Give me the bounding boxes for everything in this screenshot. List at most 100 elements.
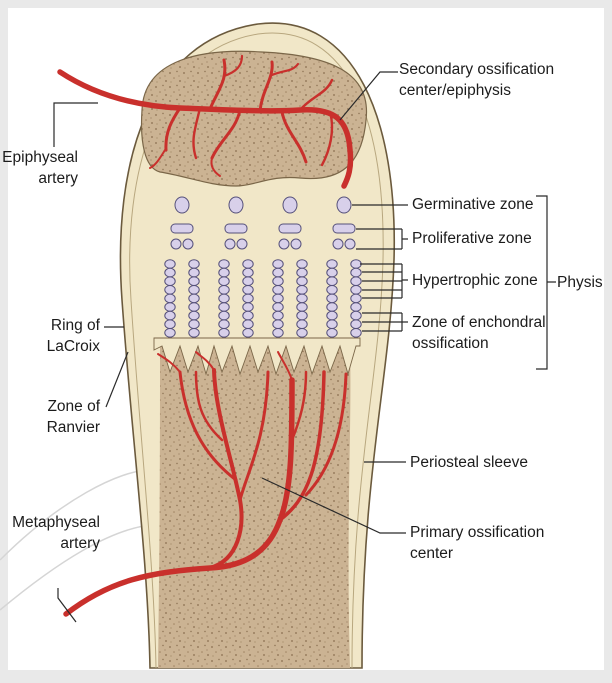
label-line: center/epiphysis (399, 82, 512, 99)
proliferative-cell (170, 238, 182, 250)
proliferative-cell (344, 238, 356, 250)
label-line: Metaphyseal (12, 514, 100, 531)
leader-proliferative (356, 228, 408, 250)
hypertrophic-cell (296, 310, 308, 321)
hypertrophic-cell (350, 259, 362, 269)
label-line: Primary ossification (410, 524, 545, 541)
epiphyseal-branch (164, 106, 182, 152)
label-secondary-ossification-center: Secondary ossification center/epiphysis (399, 59, 554, 101)
leader-hypertrophic (360, 263, 408, 299)
epiphyseal-branch (298, 78, 334, 112)
label-periosteal-sleeve: Periosteal sleeve (410, 454, 529, 471)
chondrocyte-columns (164, 196, 362, 338)
label-line: Zone of enchondral (412, 314, 546, 331)
hypertrophic-cell (218, 293, 230, 304)
metaphyseal-artery-vessels (63, 351, 348, 617)
label-germinative-zone: Germinative zone (412, 196, 534, 213)
proliferative-cell (332, 238, 344, 250)
hypertrophic-cell (350, 267, 362, 278)
epiphyseal-branch (280, 110, 308, 164)
epiphyseal-branch (149, 149, 166, 169)
hypertrophic-cell (218, 276, 230, 287)
hypertrophic-cell (350, 302, 362, 312)
hypertrophic-cell (242, 267, 254, 278)
metaphyseal-branch (195, 351, 215, 371)
hypertrophic-cell (296, 302, 308, 312)
hypertrophic-cell (218, 302, 230, 312)
hypertrophic-cell (188, 259, 200, 269)
hypertrophic-cell (164, 302, 176, 312)
hypertrophic-cell (188, 310, 200, 321)
hypertrophic-cell (296, 267, 308, 278)
hypertrophic-cell (218, 259, 230, 269)
epiphyseal-branch (320, 110, 334, 167)
metaphyseal-branch (278, 370, 326, 522)
epiphyseal-branch (210, 157, 221, 177)
hypertrophic-cell (350, 293, 362, 304)
epiphyseal-branch (258, 60, 274, 113)
label-primary-ossification-center: Primary ossification center (410, 522, 544, 564)
hypertrophic-cell (164, 328, 176, 338)
background-swoosh (0, 524, 151, 611)
label-line: Ranvier (46, 419, 100, 436)
hypertrophic-cell (350, 310, 362, 321)
hypertrophic-cell (296, 285, 308, 295)
proliferative-cell (278, 238, 290, 250)
label-proliferative-zone: Proliferative zone (412, 230, 532, 247)
physis-bracket (536, 195, 556, 370)
hypertrophic-cell (242, 302, 254, 312)
metaphyseal-branch (178, 370, 238, 482)
metaphyseal-branch (277, 351, 293, 381)
label-line: Zone of (47, 398, 100, 415)
hypertrophic-cell (242, 328, 254, 338)
hypertrophic-cell (272, 328, 284, 338)
label-zone-of-ranvier: Zone of Ranvier (0, 396, 100, 438)
leader-primary-center (261, 477, 406, 534)
hypertrophic-cell (350, 319, 362, 330)
hypertrophic-cell (350, 328, 362, 338)
periosteal-sleeve (129, 32, 384, 669)
metaphyseal-artery-main (63, 377, 295, 617)
metaphyseal-branch (238, 370, 270, 502)
germinative-cell (228, 196, 244, 214)
hypertrophic-cell (326, 302, 338, 312)
label-line: artery (60, 535, 100, 552)
hypertrophic-cell (218, 328, 230, 338)
hypertrophic-cell (272, 267, 284, 278)
hypertrophic-cell (296, 259, 308, 269)
hypertrophic-cell (242, 310, 254, 321)
label-hypertrophic-zone: Hypertrophic zone (412, 272, 538, 289)
hypertrophic-cell (350, 276, 362, 287)
hypertrophic-cell (272, 259, 284, 269)
epiphyseal-artery-vessels (57, 54, 354, 189)
label-line: LaCroix (46, 338, 100, 355)
leader-secondary-center (339, 71, 398, 121)
leader-enchondral (362, 312, 408, 332)
proliferative-cell (332, 223, 356, 234)
hypertrophic-cell (272, 310, 284, 321)
hypertrophic-cell (188, 319, 200, 330)
hypertrophic-cell (188, 285, 200, 295)
proliferative-cell (224, 223, 248, 234)
hypertrophic-cell (350, 285, 362, 295)
leader-metaphyseal-artery (57, 588, 77, 623)
epiphyseal-branch (270, 62, 300, 77)
proliferative-cell (278, 223, 302, 234)
hypertrophic-cell (164, 293, 176, 304)
proliferative-cell (290, 238, 302, 250)
hypertrophic-cell (242, 276, 254, 287)
hypertrophic-cell (188, 293, 200, 304)
hypertrophic-cell (164, 310, 176, 321)
germinative-cell (174, 196, 190, 214)
epiphyseal-branch (222, 54, 244, 78)
primary-ossification-center (158, 345, 351, 668)
label-line: artery (38, 170, 78, 187)
hypertrophic-cell (326, 276, 338, 287)
hypertrophic-cell (242, 259, 254, 269)
label-physis: Physis (557, 274, 603, 291)
hypertrophic-cell (218, 267, 230, 278)
label-metaphyseal-artery: Metaphyseal artery (0, 512, 100, 554)
epiphyseal-branch (192, 106, 202, 160)
label-enchondral-ossification: Zone of enchondral ossification (412, 312, 546, 354)
